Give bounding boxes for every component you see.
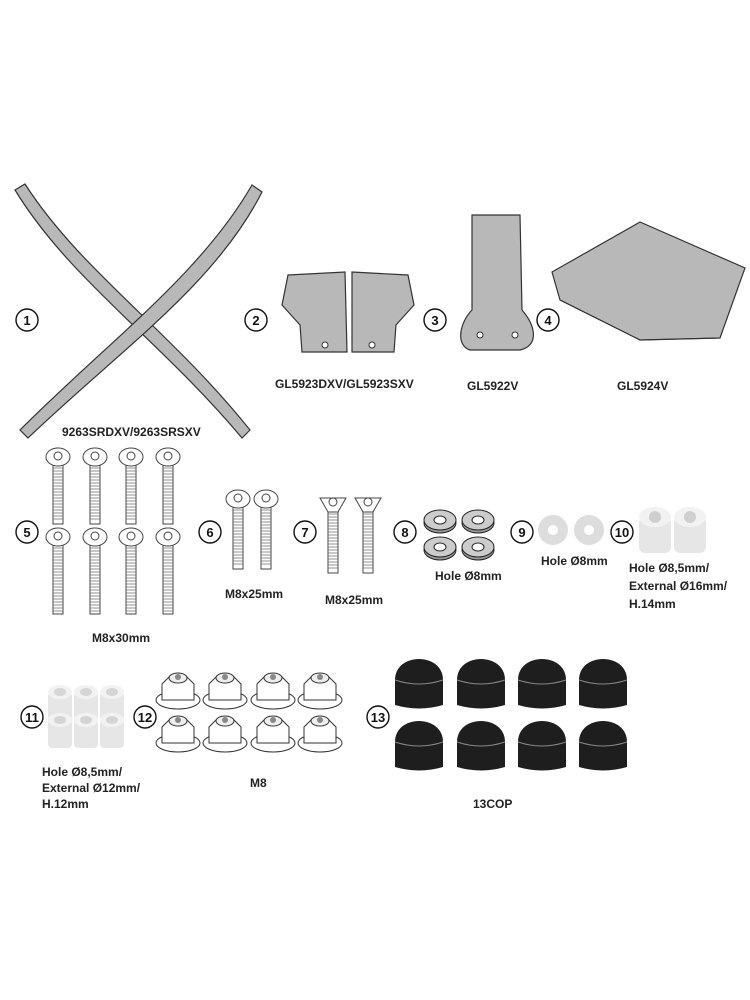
- part-11-label-line1: Hole Ø8,5mm/: [42, 765, 123, 779]
- bolt: [45, 527, 71, 615]
- part-number-text: 5: [23, 525, 30, 540]
- nut-cap: [517, 659, 567, 709]
- bolt: [118, 527, 144, 615]
- part-11-label-line2: External Ø12mm/: [42, 781, 141, 795]
- part-number-12: 12: [133, 705, 157, 729]
- bolt: [155, 527, 181, 615]
- part-gl5924v-label: GL5924V: [617, 379, 668, 393]
- flange-nut: [250, 672, 296, 710]
- flange-nut: [155, 715, 201, 753]
- part-number-13: 13: [366, 705, 390, 729]
- part-number-6: 6: [198, 520, 222, 544]
- spacer-small: [74, 713, 98, 748]
- nut-cap: [456, 659, 506, 709]
- spacer-small: [48, 685, 72, 720]
- flat-washer: [538, 515, 568, 545]
- flange-nut: [202, 672, 248, 710]
- part-number-text: 1: [23, 313, 30, 328]
- part-number-1: 1: [15, 308, 39, 332]
- part-number-4: 4: [536, 308, 560, 332]
- crossed-support-bars: [14, 183, 263, 439]
- part-number-text: 9: [518, 525, 525, 540]
- part-9-label: Hole Ø8mm: [541, 554, 608, 568]
- nut-cap: [578, 659, 628, 709]
- part-12-label: M8: [250, 776, 267, 790]
- part-number-text: 10: [615, 525, 629, 540]
- part-number-text: 4: [544, 313, 552, 328]
- part-1-label: 9263SRDXV/9263SRSXV: [62, 425, 201, 439]
- part-4-label: GL5922V: [467, 379, 518, 393]
- spacer-small: [74, 685, 98, 720]
- spacer-small: [100, 685, 124, 720]
- part-number-text: 2: [252, 313, 259, 328]
- nut-cap: [578, 721, 628, 771]
- part-13-label: 13COP: [473, 797, 512, 811]
- part-5-label: M8x30mm: [92, 631, 150, 645]
- part-11-label-line3: H.12mm: [42, 797, 89, 811]
- labels-group: 9263SRDXV/9263SRSXV GL5923DXV/GL5923SXV …: [42, 377, 728, 811]
- spacer-large: [674, 507, 706, 553]
- hardware-group: [45, 447, 706, 771]
- lock-washer: [461, 536, 495, 561]
- spacer-large: [639, 507, 671, 553]
- nut-cap: [394, 659, 444, 709]
- part-number-5: 5: [15, 520, 39, 544]
- part-number-text: 11: [25, 710, 39, 725]
- bolt: [319, 497, 347, 574]
- part-number-2: 2: [244, 308, 268, 332]
- nut-cap: [517, 721, 567, 771]
- flange-nut: [297, 715, 343, 753]
- part-number-text: 6: [206, 525, 213, 540]
- lock-washer: [423, 509, 457, 534]
- flange-nut: [155, 672, 201, 710]
- part-6-label: M8x25mm: [225, 587, 283, 601]
- bolt: [253, 489, 279, 570]
- part-number-text: 7: [301, 525, 308, 540]
- part-number-11: 11: [20, 705, 44, 729]
- side-brackets: [281, 271, 415, 353]
- center-bracket: [460, 214, 534, 351]
- flange-nut: [297, 672, 343, 710]
- bolt: [82, 447, 108, 525]
- bolt: [354, 497, 382, 574]
- nut-cap: [394, 721, 444, 771]
- nut-cap: [456, 721, 506, 771]
- part-10-label-line2: External Ø16mm/: [629, 579, 728, 593]
- part-number-text: 13: [371, 710, 385, 725]
- bolt: [225, 489, 251, 570]
- spacer-small: [48, 713, 72, 748]
- part-number-8: 8: [393, 520, 417, 544]
- part-number-3: 3: [423, 308, 447, 332]
- part-7-label: M8x25mm: [325, 593, 383, 607]
- bolt: [155, 447, 181, 525]
- lock-washer: [423, 536, 457, 561]
- part-number-text: 12: [138, 710, 152, 725]
- part-10-label-line1: Hole Ø8,5mm/: [629, 561, 710, 575]
- spacer-small: [100, 713, 124, 748]
- lock-washer: [461, 509, 495, 534]
- part-number-7: 7: [293, 520, 317, 544]
- bolt: [118, 447, 144, 525]
- bolt: [82, 527, 108, 615]
- part-number-9: 9: [510, 520, 534, 544]
- part-number-text: 3: [431, 313, 438, 328]
- flange-nut: [250, 715, 296, 753]
- flange-nut: [202, 715, 248, 753]
- part-number-text: 8: [401, 525, 408, 540]
- part-number-10: 10: [610, 520, 634, 544]
- mounting-plate: [551, 221, 746, 341]
- flat-washer: [574, 515, 604, 545]
- part-8-label: Hole Ø8mm: [435, 569, 502, 583]
- part-2-label: GL5923DXV/GL5923SXV: [275, 377, 414, 391]
- part-10-label-line3: H.14mm: [629, 597, 676, 611]
- bolt: [45, 447, 71, 525]
